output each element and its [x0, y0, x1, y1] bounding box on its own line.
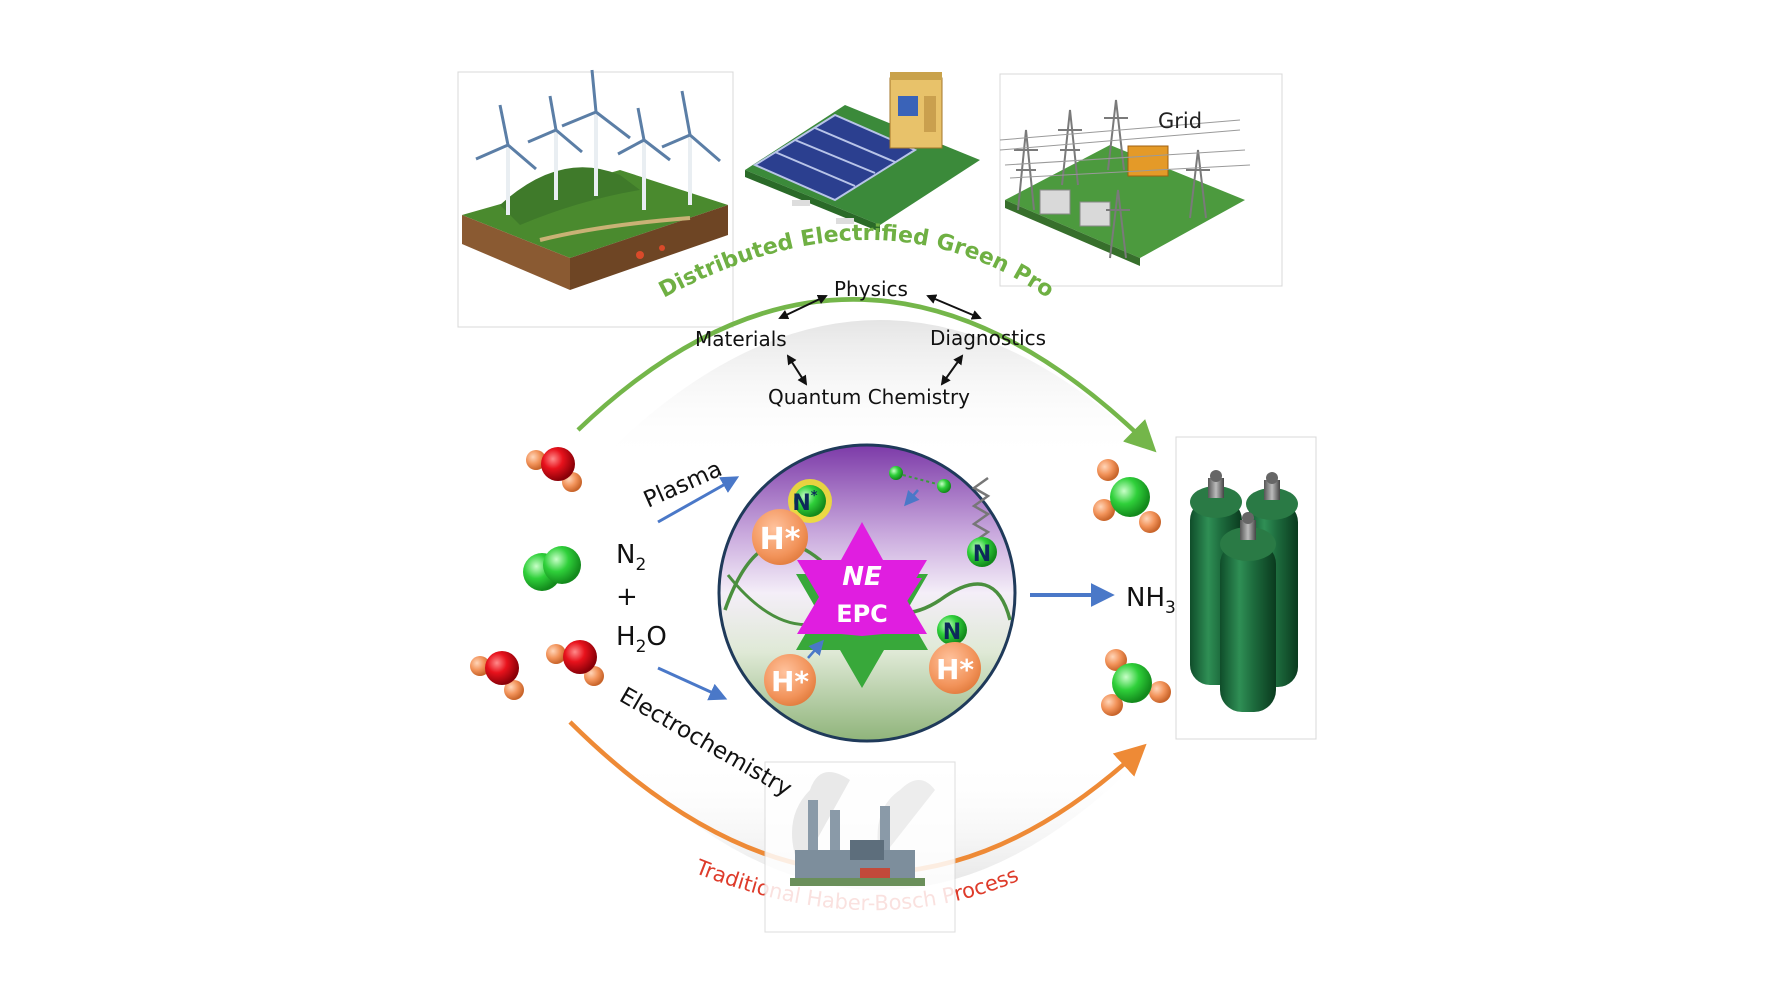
- svg-text:H2O: H2O: [616, 622, 667, 657]
- research-arrows: [778, 294, 982, 386]
- svg-text:H*: H*: [936, 653, 974, 686]
- n-atom: N: [967, 537, 997, 567]
- ne-label: NE: [842, 562, 882, 592]
- reactants-label: N2 + H2O: [616, 540, 667, 657]
- svg-text:N*: N*: [792, 489, 817, 516]
- research-diagnostics: Diagnostics: [930, 326, 1046, 350]
- epc-label: EPC: [836, 600, 888, 628]
- plasma-arrow: [657, 476, 740, 524]
- svg-text:H*: H*: [760, 522, 801, 557]
- wind-farm-panel: [457, 69, 734, 328]
- h-adsorb-arrow: [807, 639, 824, 659]
- research-materials: Materials: [695, 327, 787, 351]
- water-molecule-icon: [470, 651, 524, 700]
- ammonia-molecule-icon: [1101, 649, 1171, 716]
- electrochemistry-arrow: [657, 666, 728, 701]
- svg-text:N2: N2: [616, 540, 646, 575]
- h-star-atom: H*: [752, 509, 808, 565]
- ne-epc-star: NE EPC: [796, 522, 928, 688]
- svg-text:N: N: [943, 620, 961, 645]
- plasma-label: Plasma: [640, 456, 726, 513]
- water-molecule-icon: [546, 640, 604, 686]
- product-label: NH3: [1126, 583, 1176, 618]
- water-molecule-icon: [526, 447, 582, 492]
- ammonia-molecule-icon: [1093, 459, 1161, 533]
- research-physics: Physics: [834, 277, 908, 301]
- gas-cylinder-icon: [1220, 512, 1276, 712]
- n-atom: N: [937, 615, 967, 645]
- h-star-atom: H*: [764, 654, 816, 706]
- h-star-atom: H*: [929, 642, 981, 694]
- green-process-arc: [576, 297, 1157, 453]
- research-quantum-chemistry: Quantum Chemistry: [768, 385, 970, 409]
- n-star-atom: N*: [788, 479, 832, 523]
- grid-panel: Grid: [999, 73, 1283, 287]
- nitrogen-molecule-icon: [523, 546, 581, 591]
- gas-cylinders-panel: [1175, 436, 1317, 740]
- svg-text:H*: H*: [771, 665, 809, 698]
- top-fade: [600, 320, 1160, 460]
- wind-turbine-icon: [506, 112, 692, 215]
- grid-label: Grid: [1158, 109, 1202, 133]
- adsorb-arrow: [904, 489, 920, 507]
- svg-text:N: N: [973, 542, 991, 567]
- svg-text:+: +: [616, 582, 638, 612]
- solar-panel-panel: [745, 72, 980, 232]
- nitrogen-pair-icon: [889, 466, 951, 493]
- factory-panel: [764, 761, 956, 933]
